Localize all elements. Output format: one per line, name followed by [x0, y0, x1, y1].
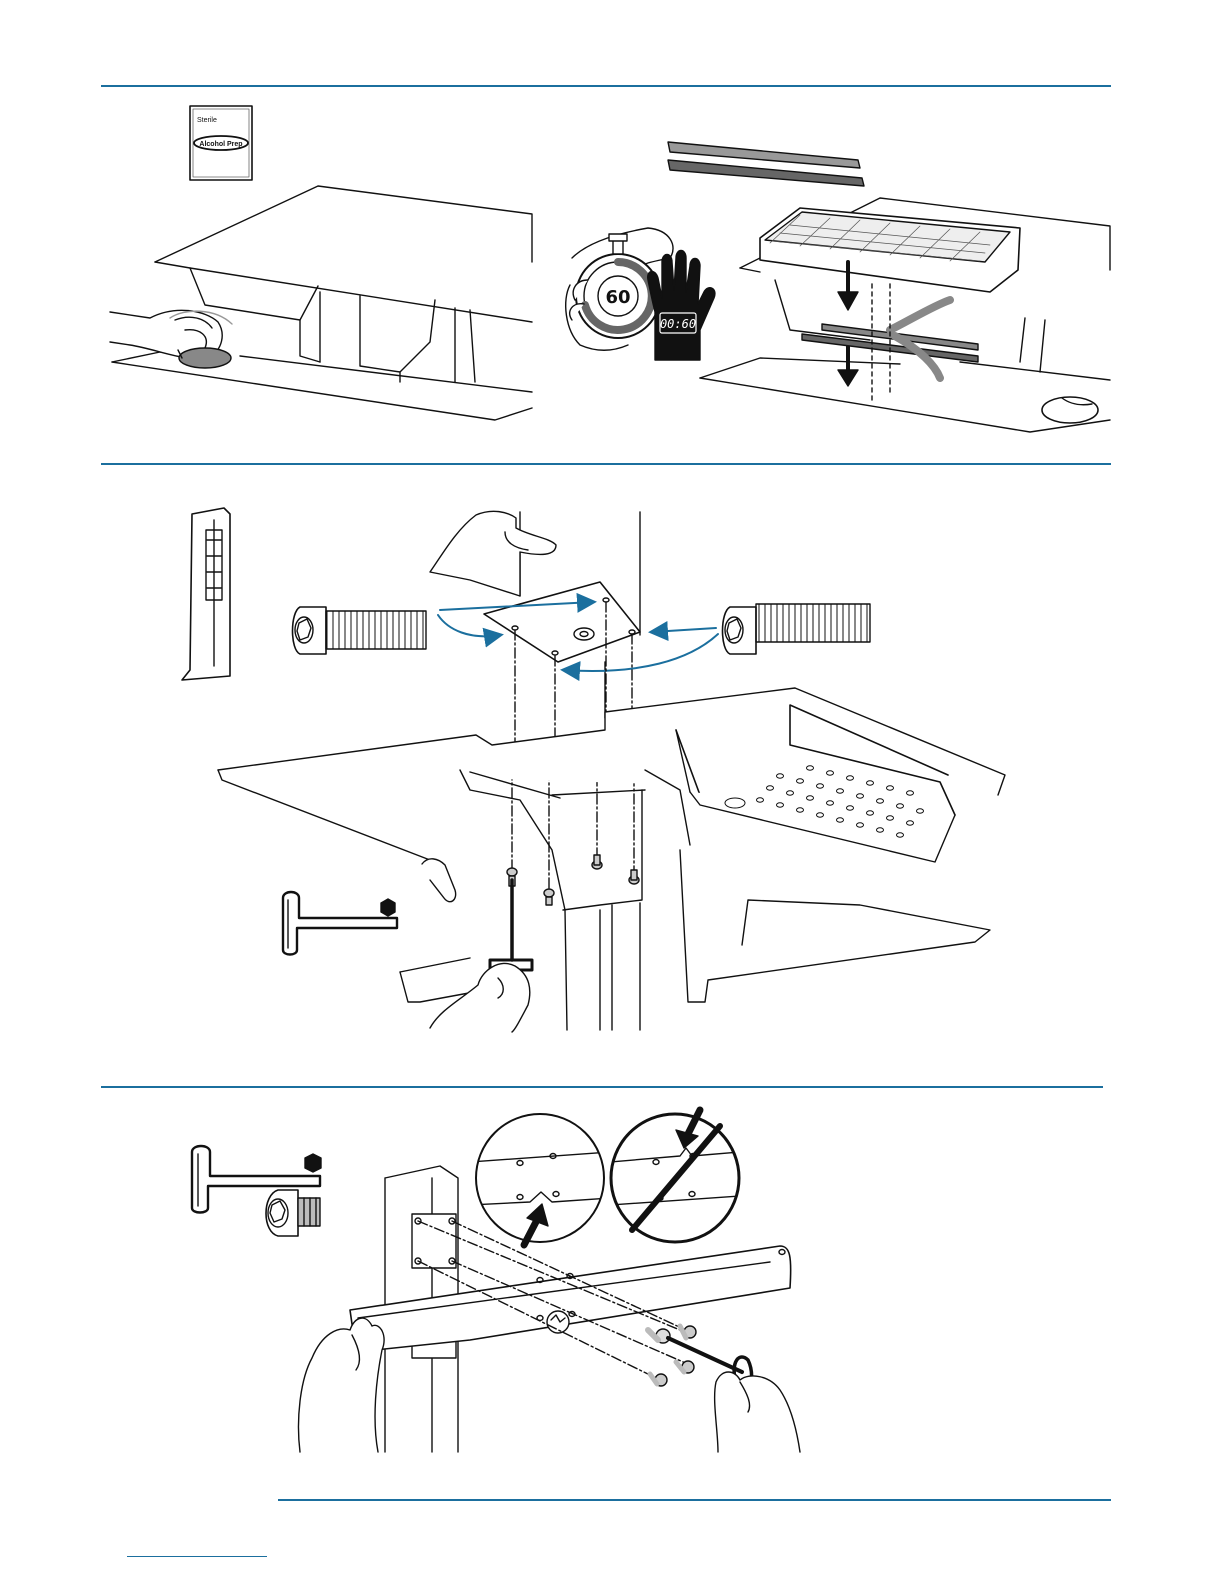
hand-under-surface	[422, 859, 456, 902]
arm-screws	[648, 1326, 696, 1386]
correct-detail-callout	[470, 1114, 610, 1245]
timer-dial-value: 60	[605, 287, 630, 308]
hand-holding-column	[430, 511, 556, 596]
work-surface-cleaning	[112, 186, 532, 420]
wipe-packet-line2: Alcohol Prep	[199, 141, 242, 148]
hand-with-hex-key-step3	[668, 1338, 800, 1452]
button-head-bolt-right	[723, 604, 871, 654]
button-head-screw-icon	[266, 1190, 320, 1236]
incorrect-detail-callout	[610, 1110, 740, 1242]
hand-wiping	[110, 310, 232, 368]
mouse	[1042, 397, 1098, 423]
hand-with-hex-key	[430, 880, 532, 1032]
alcohol-wipe-icon: Sterile Alcohol Prep	[190, 106, 252, 180]
work-surface-keyboard	[700, 198, 1110, 432]
button-head-bolt-left	[293, 607, 427, 654]
wipe-packet-line1: Sterile	[197, 117, 217, 124]
adhesive-strips	[668, 142, 864, 186]
hand-holding-arm	[299, 1318, 385, 1452]
upright-column-icon	[182, 508, 230, 680]
t-handle-hex-key-icon	[283, 892, 397, 955]
work-surface	[218, 688, 1005, 1030]
surface-screws	[507, 855, 639, 905]
stop-hand-icon: 00:60	[648, 251, 715, 361]
timer-display-value: 00:60	[660, 317, 696, 331]
